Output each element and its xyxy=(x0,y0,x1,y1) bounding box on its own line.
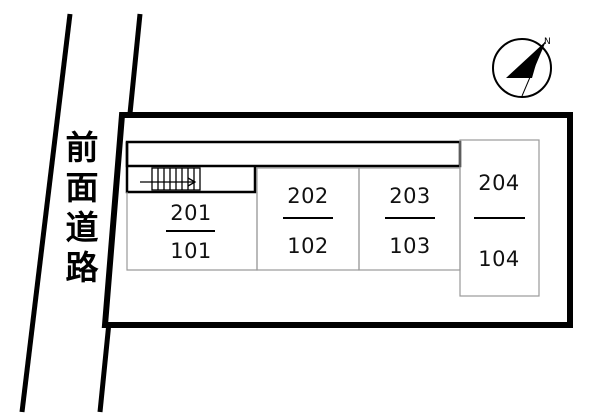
road-label: 前 面 道 路 xyxy=(62,128,102,288)
unit-number-104: 104 xyxy=(478,247,520,271)
unit-number-101: 101 xyxy=(170,239,212,263)
unit-number-102: 102 xyxy=(287,234,329,258)
unit-block-204-104 xyxy=(459,139,540,297)
road-label-char: 面 xyxy=(65,168,99,207)
road-edge-left xyxy=(19,13,73,413)
unit-number-103: 103 xyxy=(389,234,431,258)
road-label-char: 路 xyxy=(65,248,99,287)
road-label-char: 前 xyxy=(65,128,99,167)
north-arrow-icon xyxy=(492,38,552,98)
staircase-icon xyxy=(140,167,201,191)
corridor-strip xyxy=(125,140,462,168)
unit-number-204: 204 xyxy=(478,171,520,195)
unit-number-201: 201 xyxy=(170,201,212,225)
road-label-char: 道 xyxy=(65,208,99,247)
unit-number-202: 202 xyxy=(287,184,329,208)
unit-number-203: 203 xyxy=(389,184,431,208)
building-outline xyxy=(125,142,257,194)
north-label: N xyxy=(544,37,551,47)
